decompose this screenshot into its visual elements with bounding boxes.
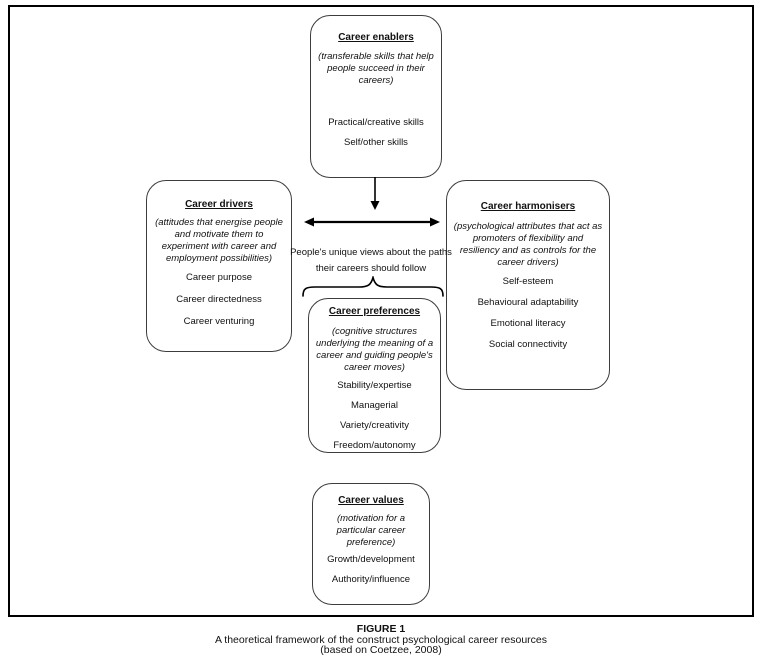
career-enablers-description: (transferable skills that help people su… [318,51,434,86]
list-item: Social connectivity [488,339,568,350]
career-drivers-description: (attitudes that energise people and moti… [155,217,283,264]
list-item: Growth/development [327,554,415,565]
career-enablers-items: Practical/creative skills Self/other ski… [328,117,424,149]
career-preferences-items: Stability/expertise Managerial Variety/c… [333,380,415,452]
career-preferences-title: Career preferences [328,306,421,317]
career-harmonisers-items: Self-esteem Behavioural adaptability Emo… [478,276,579,351]
career-drivers-box: Career drivers (attitudes that energise … [146,180,292,352]
center-note-line1: People's unique views about the paths [290,247,452,258]
career-values-box: Career values (motivation for a particul… [312,483,430,605]
career-harmonisers-title: Career harmonisers [480,201,576,212]
figure-caption: FIGURE 1 A theoretical framework of the … [0,624,762,656]
figure-caption-source: (based on Coetzee, 2008) [320,644,442,656]
career-values-description: (motivation for a particular career pref… [336,513,406,548]
list-item: Practical/creative skills [328,117,424,128]
career-enablers-title: Career enablers [338,32,414,43]
brace-up-icon [302,276,444,297]
list-item: Career directedness [176,294,262,305]
list-item: Managerial [351,400,398,411]
career-values-title: Career values [338,495,404,506]
career-values-items: Growth/development Authority/influence [327,554,415,586]
career-enablers-box: Career enablers (transferable skills tha… [310,15,442,178]
career-drivers-title: Career drivers [185,199,253,210]
left-right-arrow-icon [304,217,440,227]
center-note-line2: their careers should follow [315,263,427,274]
list-item: Stability/expertise [337,380,412,391]
list-item: Behavioural adaptability [477,297,579,308]
career-harmonisers-box: Career harmonisers (psychological attrib… [446,180,610,390]
list-item: Self/other skills [344,137,408,148]
center-note: People's unique views about the paths th… [286,245,456,277]
career-harmonisers-description: (psychological attributes that act as pr… [453,221,603,268]
down-arrow-icon [370,177,380,210]
list-item: Variety/creativity [340,420,409,431]
career-preferences-box: Career preferences (cognitive structures… [308,298,441,453]
career-drivers-items: Career purpose Career directedness Caree… [176,272,262,328]
list-item: Emotional literacy [490,318,566,329]
list-item: Freedom/autonomy [333,440,416,451]
figure-caption-title: A theoretical framework of the construct… [214,633,548,646]
list-item: Self-esteem [502,276,554,287]
list-item: Career purpose [185,272,252,283]
figure-caption-label: FIGURE 1 [356,623,406,635]
list-item: Career venturing [183,316,255,327]
list-item: Authority/influence [331,574,411,585]
career-preferences-description: (cognitive structures underlying the mea… [315,326,434,373]
